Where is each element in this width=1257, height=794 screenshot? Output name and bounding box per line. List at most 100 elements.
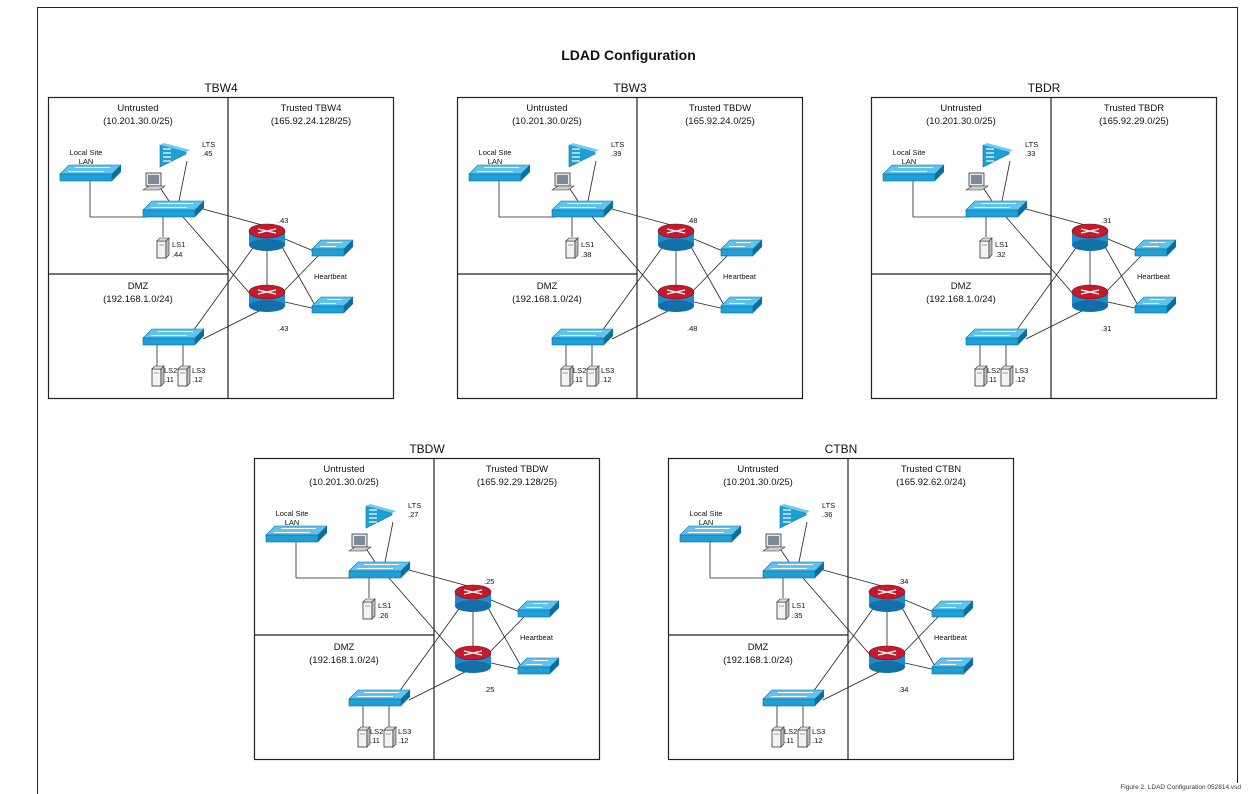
- lts-icon: [982, 143, 1013, 168]
- link: [202, 309, 262, 340]
- heartbeat-switch-icon: [311, 296, 354, 314]
- router-icon: [454, 645, 492, 673]
- lts-icon: [779, 504, 810, 529]
- ls3-label: LS3: [812, 727, 826, 736]
- link: [398, 605, 462, 693]
- ls2-host: .11: [164, 375, 174, 384]
- dmz-switch-icon: [762, 689, 825, 707]
- dmz-switch-icon: [551, 328, 614, 346]
- trusted-subnet: (165.92.62.0/24): [896, 477, 966, 488]
- untrusted-zone-label: Untrusted: [117, 103, 159, 114]
- trusted-subnet: (165.92.24.0/25): [685, 116, 755, 127]
- untrusted-zone-label: Untrusted: [323, 464, 365, 475]
- router-host: .48: [687, 216, 698, 225]
- local-site-label: Local Site: [275, 509, 309, 518]
- workstation-icon: [348, 533, 372, 552]
- link: [192, 244, 256, 332]
- page-frame-top: [38, 7, 1238, 8]
- heartbeat-switch-icon: [1134, 239, 1177, 257]
- untrusted-switch-icon: [348, 561, 411, 579]
- link: [904, 599, 937, 614]
- link: [1005, 216, 1076, 297]
- ls1-server-icon: [776, 598, 790, 620]
- network-diagram: [47, 96, 395, 400]
- ls3-host: .12: [192, 375, 203, 384]
- ls2-server-icon: [357, 726, 371, 748]
- link: [822, 670, 882, 701]
- trusted-zone-label: Trusted CTBN: [900, 464, 962, 475]
- link: [490, 599, 523, 614]
- trusted-subnet: (165.92.29.0/25): [1099, 116, 1169, 127]
- trusted-zone-label: Trusted TBW4: [280, 103, 342, 114]
- lts-host: .33: [1025, 149, 1036, 158]
- untrusted-switch-icon: [762, 561, 825, 579]
- heartbeat-switch-icon: [931, 600, 974, 618]
- link: [178, 160, 188, 202]
- site-label: TBDR: [1027, 81, 1061, 95]
- dmz-zone-label: DMZ: [127, 281, 149, 292]
- ls3-host: .12: [1015, 375, 1026, 384]
- dmz-zone-label: DMZ: [950, 281, 972, 292]
- link: [1015, 244, 1079, 332]
- dmz-subnet: (192.168.1.0/24): [103, 294, 173, 305]
- lts-icon: [159, 143, 190, 168]
- untrusted-subnet: (10.201.30.0/25): [926, 116, 996, 127]
- link: [812, 605, 876, 693]
- workstation-icon: [551, 172, 575, 191]
- untrusted-switch-icon: [142, 200, 205, 218]
- ls1-server-icon: [565, 237, 579, 259]
- untrusted-zone-label: Untrusted: [526, 103, 568, 114]
- local-site-lan-switch-icon: [265, 525, 328, 543]
- link: [284, 301, 317, 310]
- heartbeat-switch-icon: [1134, 296, 1177, 314]
- ls2-host: .11: [784, 736, 794, 745]
- dmz-switch-icon: [348, 689, 411, 707]
- ls2-label: LS2: [987, 366, 1001, 375]
- trusted-zone-label: Trusted TBDW: [485, 464, 549, 475]
- local-site-label: LAN: [487, 157, 503, 166]
- router-icon: [248, 223, 286, 251]
- link: [490, 662, 523, 671]
- ls1-server-icon: [362, 598, 376, 620]
- link: [802, 577, 873, 658]
- router-host: .43: [278, 324, 289, 333]
- ls1-host: .32: [995, 250, 1006, 259]
- untrusted-switch-icon: [965, 200, 1028, 218]
- ls1-host: .35: [792, 611, 803, 620]
- dmz-subnet: (192.168.1.0/24): [309, 655, 379, 666]
- trusted-zone-label: Trusted TBDW: [688, 103, 752, 114]
- ls2-host: .11: [573, 375, 583, 384]
- link: [408, 670, 468, 701]
- heartbeat-switch-icon: [517, 657, 560, 675]
- ls3-server-icon: [177, 365, 191, 387]
- panel-border: [253, 457, 601, 761]
- ls1-server-icon: [979, 237, 993, 259]
- link: [900, 616, 939, 656]
- local-site-label: Local Site: [69, 148, 103, 157]
- link: [798, 521, 808, 563]
- ls1-host: .38: [581, 250, 592, 259]
- ls2-host: .11: [987, 375, 997, 384]
- ls1-server-icon: [156, 237, 170, 259]
- panel-border: [667, 457, 1015, 761]
- network-diagram: [253, 457, 601, 761]
- lts-label: LTS: [1025, 140, 1039, 149]
- trusted-subnet: (165.92.29.128/25): [476, 477, 558, 488]
- router-host: .25: [484, 577, 495, 586]
- heartbeat-switch-icon: [311, 239, 354, 257]
- dmz-switch-icon: [142, 328, 205, 346]
- ls3-server-icon: [797, 726, 811, 748]
- link: [202, 208, 263, 226]
- dmz-zone-label: DMZ: [536, 281, 558, 292]
- untrusted-zone-label: Untrusted: [940, 103, 982, 114]
- ls2-server-icon: [771, 726, 785, 748]
- site-label: TBDW: [409, 442, 445, 456]
- heartbeat-switch-icon: [720, 239, 763, 257]
- link: [408, 569, 469, 587]
- router-icon: [1071, 223, 1109, 251]
- link: [1025, 309, 1085, 340]
- ls1-label: LS1: [581, 240, 595, 249]
- lts-host: .45: [202, 149, 213, 158]
